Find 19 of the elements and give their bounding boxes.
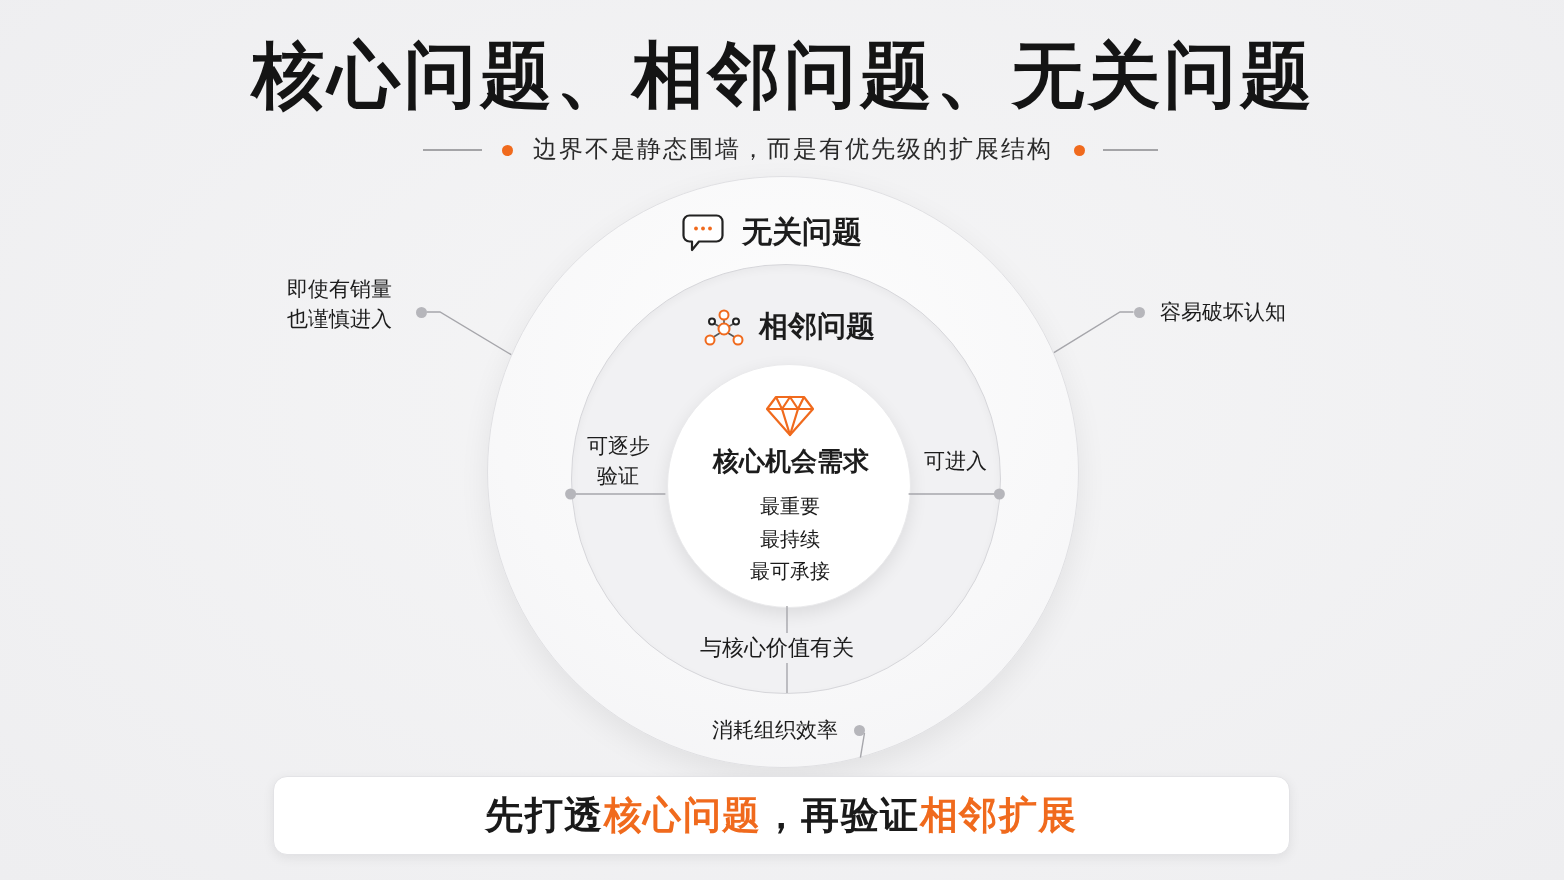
title: 核心问题、相邻问题、无关问题 [252, 33, 1316, 117]
annotation-text: 即使有销量也谨慎进入 [287, 276, 393, 333]
edge-label: 可逐步验证 [585, 433, 651, 490]
description-line: 最可承接 [750, 559, 830, 583]
heading: 无关问题 [742, 214, 862, 250]
subtitle: 边界不是静态围墙，而是有优先级的扩展结构 [533, 136, 1053, 164]
summary-banner: 先打透核心问题，再验证相邻扩展 [273, 776, 1290, 855]
description-line: 最重要 [760, 494, 820, 518]
leader-line [859, 732, 866, 759]
edge-label: 可进入 [923, 448, 987, 475]
leader-line [425, 311, 512, 356]
description-line: 最持续 [760, 527, 820, 551]
connector-line [565, 488, 667, 500]
heading: 相邻问题 [759, 310, 875, 344]
heading: 核心机会需求 [713, 447, 869, 477]
leader-line [1053, 311, 1135, 354]
annotation-text: 容易破坏认知 [1160, 299, 1286, 326]
annotation-text: 消耗组织效率 [712, 717, 838, 744]
connector-line [907, 488, 1005, 500]
